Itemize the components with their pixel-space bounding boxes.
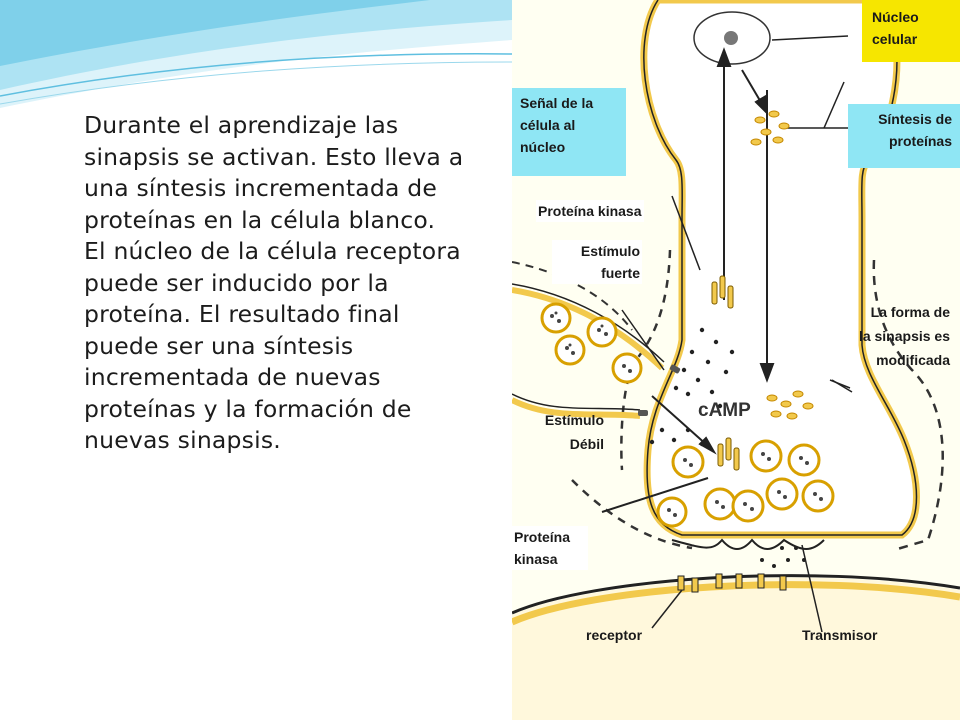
- camp-dots: [649, 327, 806, 568]
- label-senal-nucleo: Señal de la célula al núcleo: [512, 88, 626, 176]
- label-proteina-kinasa-bottom: Proteína kinasa: [512, 526, 588, 570]
- label-transmisor: Transmisor: [802, 627, 878, 643]
- label-receptor: receptor: [586, 627, 643, 643]
- synapse-diagram: Núcleo celular Señal de la célula al núc…: [512, 0, 960, 720]
- label-proteina-kinasa-top: Proteína kinasa: [536, 200, 644, 222]
- label-forma-sinapsis: La forma de la sinapsis es modificada: [858, 304, 950, 368]
- vesicle-icon: [540, 302, 835, 528]
- dashed-outline-left: [620, 249, 672, 471]
- label-estimulo-fuerte: Estímulo fuerte: [552, 240, 642, 284]
- protein-kinase-icon: [711, 275, 740, 471]
- label-camp: cAMP: [698, 400, 751, 421]
- protein-blobs: [750, 110, 814, 420]
- arrow-icon: [601, 35, 856, 633]
- receptors: [677, 573, 787, 593]
- swoosh-decoration: [0, 0, 512, 108]
- body-paragraph: Durante el aprendizaje las sinapsis se a…: [84, 111, 464, 454]
- label-sintesis-proteinas: Síntesis de proteínas: [848, 104, 960, 168]
- label-estimulo-debil: Estímulo Débil: [544, 412, 604, 452]
- postsynaptic-membrane: [512, 577, 960, 720]
- label-nucleo-celular: Núcleo celular: [862, 0, 960, 62]
